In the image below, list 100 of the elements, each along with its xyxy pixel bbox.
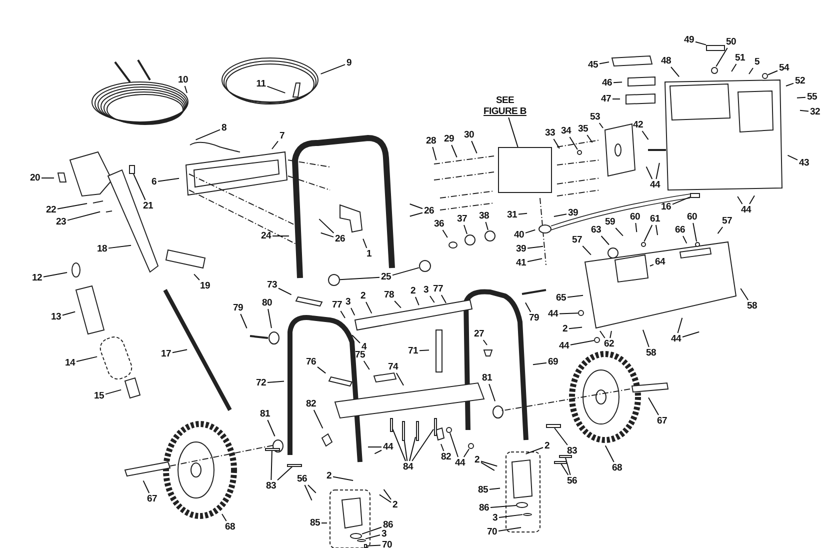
- callout-number: 81: [482, 372, 492, 384]
- callout-number: 5: [754, 56, 760, 68]
- leader-line: [558, 312, 578, 314]
- callout-number: 68: [225, 522, 235, 532]
- leader-line: [656, 162, 660, 180]
- leader-line: [488, 488, 501, 490]
- leader-line: [554, 428, 568, 446]
- leader-line: [194, 274, 200, 280]
- leader-line: [524, 302, 532, 312]
- bolt: [434, 418, 436, 436]
- callout-number: 16: [661, 202, 671, 212]
- callout-number: 32: [810, 106, 820, 118]
- leader-line: [600, 236, 610, 246]
- leader-line: [737, 196, 743, 204]
- leader-line: [222, 514, 227, 522]
- bolt: [416, 421, 418, 441]
- callout-number: 72: [256, 378, 266, 388]
- callout-number: 52: [795, 76, 805, 86]
- leader-line: [66, 211, 101, 221]
- pin: [364, 544, 366, 548]
- leader-line: [320, 232, 334, 238]
- leader-line: [799, 110, 810, 112]
- leader-line: [464, 224, 468, 234]
- leader-line: [440, 444, 444, 452]
- decal: [706, 44, 725, 50]
- nut: [594, 337, 600, 343]
- leader-line: [485, 222, 488, 230]
- leader-line: [320, 64, 346, 74]
- leader-line: [586, 134, 593, 144]
- bolt: [558, 454, 572, 458]
- leader-line: [374, 450, 382, 454]
- callout-number: 2: [544, 440, 550, 452]
- callout-number: 82: [306, 398, 316, 410]
- leader-line: [731, 64, 737, 72]
- callout-number: 13: [51, 312, 61, 322]
- leader-line: [366, 544, 382, 546]
- callout-number: 82: [441, 452, 451, 462]
- leader-line: [276, 466, 293, 481]
- callout-number: 71: [408, 346, 418, 356]
- leader-line: [615, 228, 624, 236]
- leader-line: [450, 432, 458, 458]
- callout-number: 67: [147, 494, 157, 504]
- leader-line: [646, 166, 653, 180]
- leader-line: [451, 144, 458, 158]
- callout-number: 85: [478, 484, 488, 496]
- leader-line: [480, 460, 498, 467]
- callout-number: 2: [326, 470, 332, 482]
- callout-number: 2: [562, 324, 568, 334]
- leader-line: [644, 224, 653, 242]
- leader-line: [363, 360, 370, 370]
- callout-number: 64: [655, 256, 665, 268]
- callout-number: 35: [578, 124, 588, 134]
- leader-line: [677, 317, 683, 334]
- leader-line: [786, 82, 794, 86]
- leader-line: [267, 420, 276, 437]
- leader-line: [409, 204, 424, 210]
- leader-line: [694, 41, 706, 46]
- leader-line: [498, 514, 523, 518]
- leader-line: [172, 349, 188, 354]
- leader-line: [42, 272, 68, 278]
- callout-number: 41: [516, 258, 526, 268]
- leader-line: [409, 212, 424, 217]
- callout-number: 48: [661, 56, 671, 66]
- callout-number: 2: [392, 500, 398, 510]
- callout-number: 74: [388, 362, 398, 372]
- callout-number: 39: [568, 208, 578, 218]
- callout-number: 68: [612, 462, 622, 474]
- hose-fitting: [690, 192, 700, 198]
- callout-number: 63: [591, 224, 601, 236]
- leader-line: [604, 445, 614, 462]
- nut: [762, 73, 768, 79]
- leader-line: [553, 138, 560, 149]
- callout-number: 3: [424, 284, 428, 296]
- leader-line: [566, 294, 584, 298]
- callout-number: 36: [434, 218, 444, 230]
- leader-line: [308, 484, 316, 494]
- leader-line: [108, 244, 132, 249]
- leader-line: [612, 82, 622, 84]
- ball-cap: [328, 274, 340, 286]
- bolt: [286, 464, 302, 466]
- leader-line: [532, 362, 548, 366]
- callout-number: 19: [200, 280, 210, 292]
- callout-number: 73: [267, 280, 277, 290]
- bumper: [350, 533, 362, 539]
- leader-line: [266, 380, 284, 383]
- callout-number: 60: [687, 212, 697, 222]
- callout-number: 1: [366, 248, 372, 260]
- leader-line: [414, 296, 420, 306]
- callout-number: 79: [529, 312, 539, 324]
- leader-line: [488, 384, 496, 402]
- callout-number: 84: [403, 462, 413, 472]
- callout-number: 75: [355, 350, 365, 360]
- callout-number: 24: [261, 230, 271, 242]
- leader-line: [320, 522, 328, 524]
- callout-number: 17: [161, 348, 171, 360]
- leader-line: [717, 226, 724, 234]
- leader-line: [240, 314, 248, 329]
- leader-line: [362, 526, 382, 534]
- callout-number: 55: [807, 92, 817, 102]
- leader-line: [195, 129, 220, 140]
